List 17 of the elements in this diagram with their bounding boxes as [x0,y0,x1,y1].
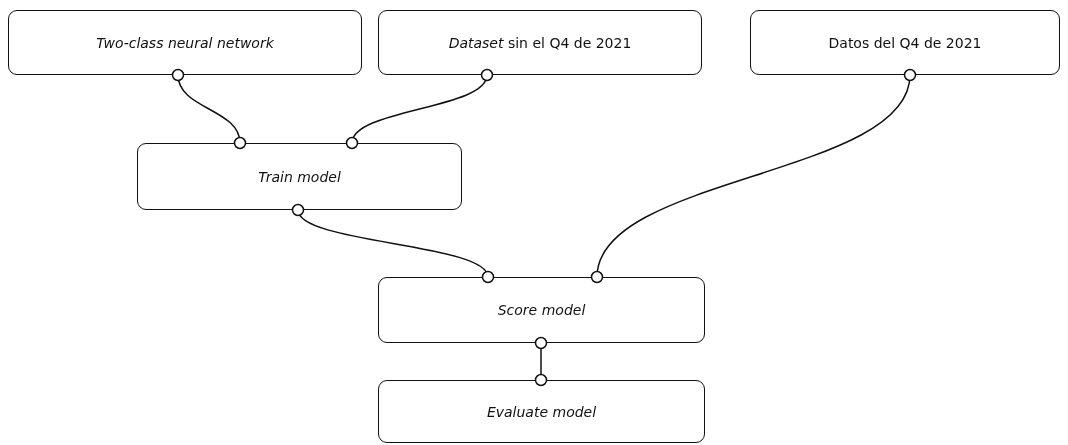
process-box [378,10,702,75]
process-box [378,277,705,343]
connector [291,203,495,284]
box-label: Score model [497,302,586,318]
box-label: Datos del Q4 de 2021 [828,34,982,51]
connector [590,68,917,284]
box-label: Dataset sin el Q4 de 2021 [448,34,632,51]
box-label: Two-class neural network [96,34,274,51]
process-box [137,143,462,210]
process-box [378,380,705,443]
connector [171,68,247,150]
box-label: Evaluate model [486,403,597,420]
process-box [8,10,362,75]
process-box [750,10,1060,75]
connector [345,68,494,150]
box-label: Train model [258,168,341,185]
connector [534,336,548,387]
